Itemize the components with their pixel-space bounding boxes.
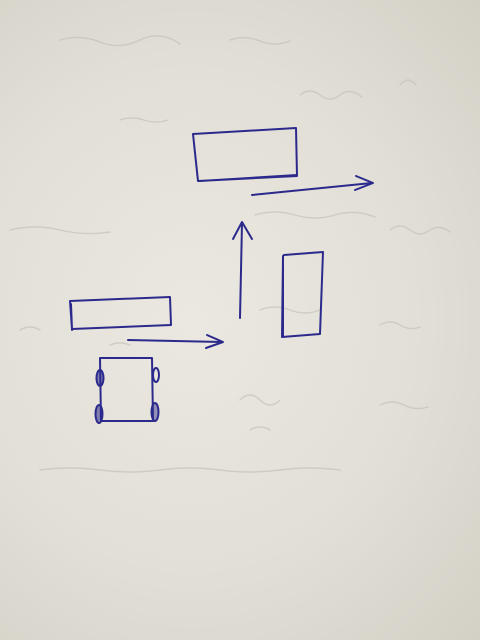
up-arrow [232, 221, 253, 319]
wheel-top-right [152, 367, 160, 383]
wheeled-cart [94, 357, 160, 424]
right-arrow-upper [251, 175, 374, 196]
wheel-bottom-right [150, 402, 160, 422]
wheel-top-left [95, 369, 105, 387]
tall-rectangle [281, 251, 324, 338]
right-arrow-lower [127, 334, 224, 349]
upper-rectangle [192, 127, 298, 182]
left-rectangle [69, 296, 172, 331]
wheel-bottom-left [94, 404, 104, 424]
show-through-writing [9, 35, 451, 473]
